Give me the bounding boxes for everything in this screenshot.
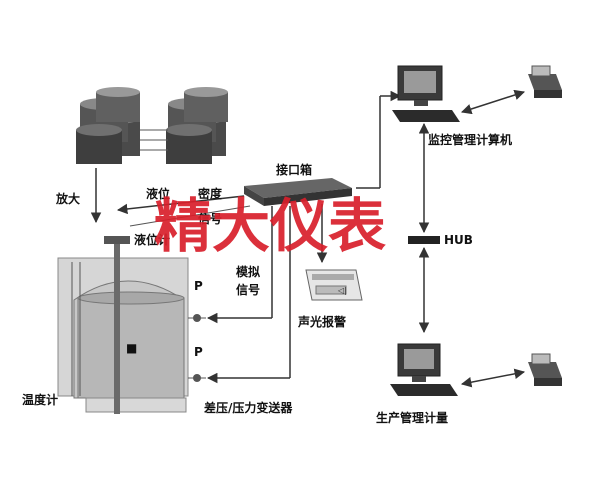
pressure-p-upper: P [194, 279, 203, 293]
link-production-printer [460, 368, 526, 388]
hub-icon [408, 236, 440, 244]
analog-signal-label: 信号 [236, 282, 260, 297]
alarm-panel-icon: ◁| [305, 269, 363, 301]
tank-liquid [77, 297, 185, 399]
pressure-p-lower: P [194, 345, 203, 359]
level-gauge-label: 液位计 [134, 232, 170, 247]
signal-label: 信号 [198, 211, 222, 226]
printer-icon-top [528, 65, 562, 98]
monitor-computer-label: 监控管理计算机 [428, 132, 512, 147]
printer-icon-bottom [528, 353, 562, 386]
interface-box [244, 178, 352, 206]
pressure-transmitter-label: 差压/压力变送器 [203, 400, 293, 415]
amplify-label: 放大 [55, 191, 80, 206]
monitor-computer-icon [392, 65, 460, 122]
production-metering-label: 生产管理计量 [376, 410, 448, 425]
server-cluster-icon [76, 87, 228, 164]
interface-box-label: 接口箱 [276, 162, 312, 177]
tank-mark: ■ [126, 341, 137, 355]
temperature-gauge-label: 温度计 [22, 392, 58, 407]
link-monitor-printer [461, 89, 525, 115]
storage-tank: ■ [57, 236, 189, 414]
production-computer-icon [390, 343, 458, 396]
pressure-sensor-upper [188, 314, 206, 322]
svg-text:◁|: ◁| [337, 286, 347, 295]
pressure-sensor-lower [188, 374, 206, 382]
watermark-text: 精大仪表 [154, 192, 386, 260]
density-signal-line [129, 205, 251, 227]
analog-label: 模拟 [236, 264, 260, 279]
level-signal-label: 液位 [146, 186, 170, 201]
level-signal-line [116, 195, 245, 215]
alarm-label: 声光报警 [297, 314, 346, 329]
hub-label: HUB [444, 233, 473, 247]
density-label: 密度 [198, 186, 223, 201]
level-gauge-pipe [114, 238, 120, 414]
